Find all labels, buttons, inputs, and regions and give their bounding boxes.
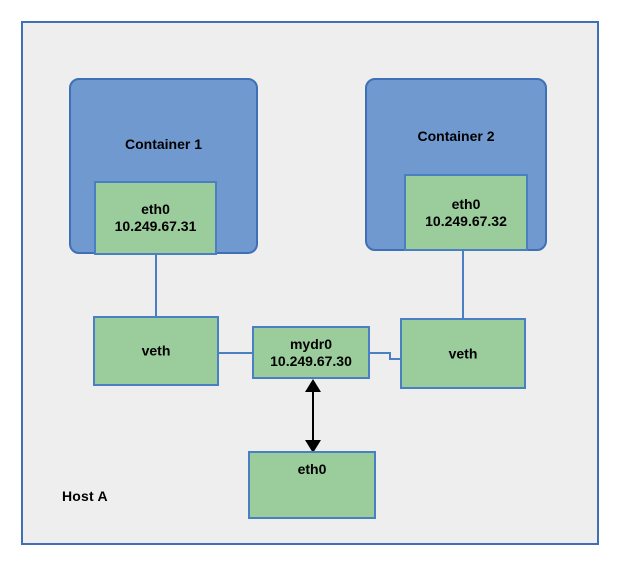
veth-right-box[interactable]: veth bbox=[400, 318, 526, 389]
veth-right-label: veth bbox=[448, 345, 478, 361]
connector-veth-left-to-bridge bbox=[218, 352, 253, 354]
container-1-eth0-ip: 10.249.67.31 bbox=[114, 218, 197, 234]
connector-bridge-to-veth-right-upper bbox=[369, 352, 391, 354]
container-2-eth0-text: eth0 10.249.67.32 bbox=[406, 196, 526, 230]
host-eth0-label: eth0 bbox=[297, 461, 327, 477]
container-1-eth0-name: eth0 bbox=[141, 201, 170, 217]
bridge-mydr0-text: mydr0 10.249.67.30 bbox=[254, 336, 368, 370]
connector-bridge-to-veth-right-lower bbox=[389, 358, 402, 360]
host-label: Host A bbox=[62, 488, 108, 504]
container-1-title: Container 1 bbox=[124, 136, 202, 152]
container-1-eth0-box[interactable]: eth0 10.249.67.31 bbox=[94, 181, 217, 255]
container-2-title: Container 2 bbox=[417, 128, 495, 144]
container-2-eth0-name: eth0 bbox=[451, 195, 481, 212]
bridge-mydr0-name: mydr0 bbox=[289, 335, 333, 352]
arrow-shaft bbox=[312, 384, 314, 446]
container-1-eth0-text: eth0 10.249.67.31 bbox=[96, 201, 215, 235]
veth-left-box[interactable]: veth bbox=[93, 316, 219, 386]
host-eth0-box[interactable]: eth0 bbox=[248, 451, 376, 519]
container-2-eth0-box[interactable]: eth0 10.249.67.32 bbox=[404, 174, 528, 251]
veth-left-label: veth bbox=[141, 342, 171, 359]
bridge-mydr0-ip: 10.249.67.30 bbox=[270, 352, 352, 369]
container-2-eth0-ip: 10.249.67.32 bbox=[425, 212, 507, 229]
arrow-head-down-icon bbox=[305, 440, 321, 453]
bridge-mydr0-box[interactable]: mydr0 10.249.67.30 bbox=[252, 326, 370, 379]
connector-container2-eth0-to-veth-right bbox=[462, 250, 464, 319]
connector-bridge-to-veth-right-step bbox=[389, 352, 391, 360]
connector-container1-eth0-to-veth-left bbox=[155, 253, 157, 317]
